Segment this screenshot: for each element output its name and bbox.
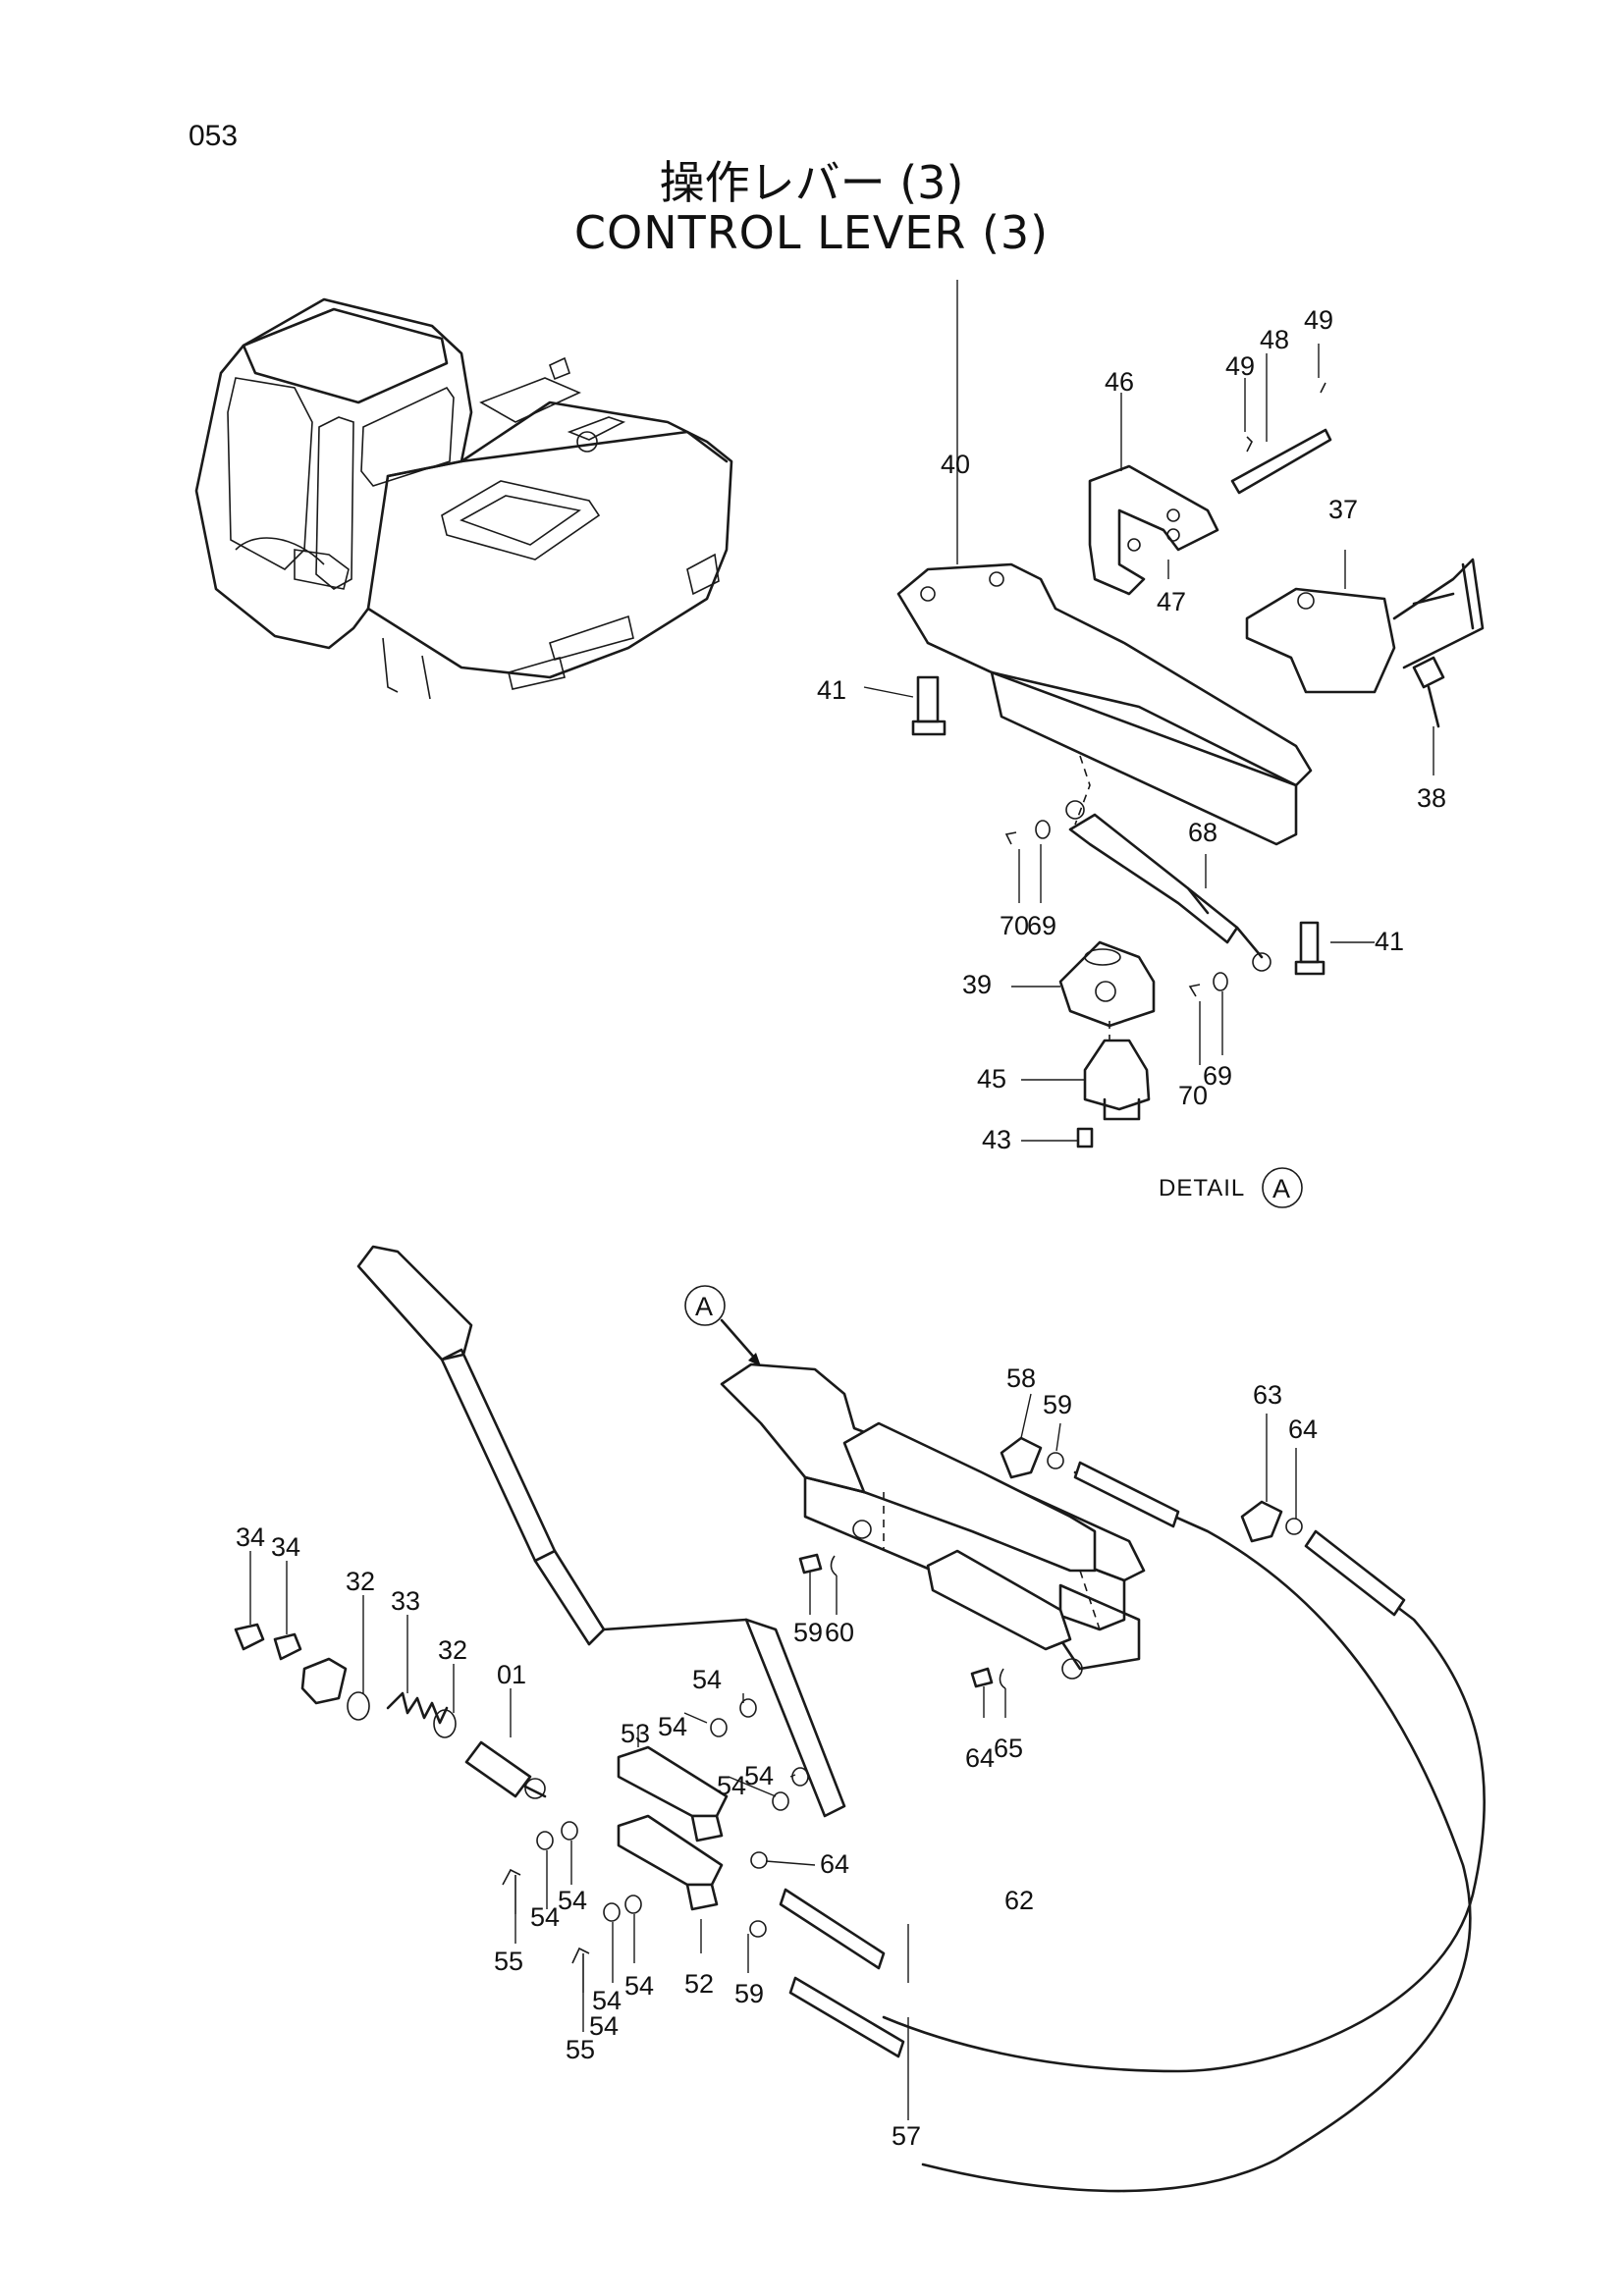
callout-54b: 54 xyxy=(692,1665,722,1694)
callout-01: 01 xyxy=(497,1660,526,1689)
callout-57: 57 xyxy=(892,2121,921,2151)
callout-49a: 49 xyxy=(1304,305,1333,335)
callout-41b: 41 xyxy=(1375,927,1404,956)
callout-65: 65 xyxy=(994,1734,1023,1763)
title-english: CONTROL LEVER (3) xyxy=(573,206,1050,259)
detail-caption: DETAIL xyxy=(1159,1175,1245,1201)
callout-32b: 32 xyxy=(438,1635,467,1665)
callout-62: 62 xyxy=(1004,1886,1034,1915)
detail-marker-label: A xyxy=(1272,1174,1290,1203)
callout-32a: 32 xyxy=(346,1567,375,1596)
callout-70a: 70 xyxy=(1000,911,1029,940)
callout-49b: 49 xyxy=(1225,351,1255,381)
callout-59c: 59 xyxy=(734,1979,764,2008)
callout-63: 63 xyxy=(1253,1380,1282,1410)
callout-45: 45 xyxy=(977,1064,1006,1094)
control-lever-assembly: A xyxy=(234,1245,1487,2193)
callout-54h: 54 xyxy=(624,1971,654,2001)
detail-a-assembly: DETAIL A xyxy=(863,280,1485,1208)
callout-33: 33 xyxy=(391,1586,420,1616)
detail-marker-label-main: A xyxy=(695,1292,713,1321)
callout-41a: 41 xyxy=(817,675,846,705)
callout-59b: 59 xyxy=(793,1618,823,1647)
title-japanese: 操作レバー (3) xyxy=(659,156,964,209)
callout-55b: 55 xyxy=(566,2035,595,2064)
callout-54d: 54 xyxy=(744,1761,774,1790)
callout-47: 47 xyxy=(1157,587,1186,616)
callout-34b: 34 xyxy=(271,1532,300,1562)
callout-64b: 64 xyxy=(820,1849,849,1879)
callout-54i: 54 xyxy=(589,2011,619,2041)
callout-46: 46 xyxy=(1105,367,1134,397)
callout-58: 58 xyxy=(1006,1363,1036,1393)
callout-54e: 54 xyxy=(558,1886,587,1915)
callout-54g: 54 xyxy=(592,1986,622,2015)
callout-64a: 64 xyxy=(1288,1415,1318,1444)
callout-38: 38 xyxy=(1417,783,1446,813)
callout-70b: 70 xyxy=(1178,1081,1208,1110)
callout-39: 39 xyxy=(962,970,992,999)
callout-52: 52 xyxy=(684,1969,714,1999)
callout-69b: 69 xyxy=(1203,1061,1232,1091)
callout-34a: 34 xyxy=(236,1522,265,1552)
page-number: 053 xyxy=(189,120,239,152)
callout-53: 53 xyxy=(621,1719,650,1748)
callout-69a: 69 xyxy=(1027,911,1056,940)
callout-54f: 54 xyxy=(530,1902,560,1932)
callout-48: 48 xyxy=(1260,325,1289,354)
callout-68: 68 xyxy=(1188,818,1217,847)
callout-54a: 54 xyxy=(658,1712,687,1741)
callout-37: 37 xyxy=(1328,495,1358,524)
callout-43: 43 xyxy=(982,1125,1011,1154)
callout-55a: 55 xyxy=(494,1947,523,1976)
callout-labels: 49 48 49 46 40 37 47 41 38 68 70 69 41 3… xyxy=(236,305,1446,2151)
callout-40: 40 xyxy=(941,450,970,479)
callout-59a: 59 xyxy=(1043,1390,1072,1419)
callout-64c: 64 xyxy=(965,1743,995,1773)
callout-54c: 54 xyxy=(717,1771,746,1800)
excavator-overview-illustration xyxy=(194,297,733,700)
callout-60: 60 xyxy=(825,1618,854,1647)
